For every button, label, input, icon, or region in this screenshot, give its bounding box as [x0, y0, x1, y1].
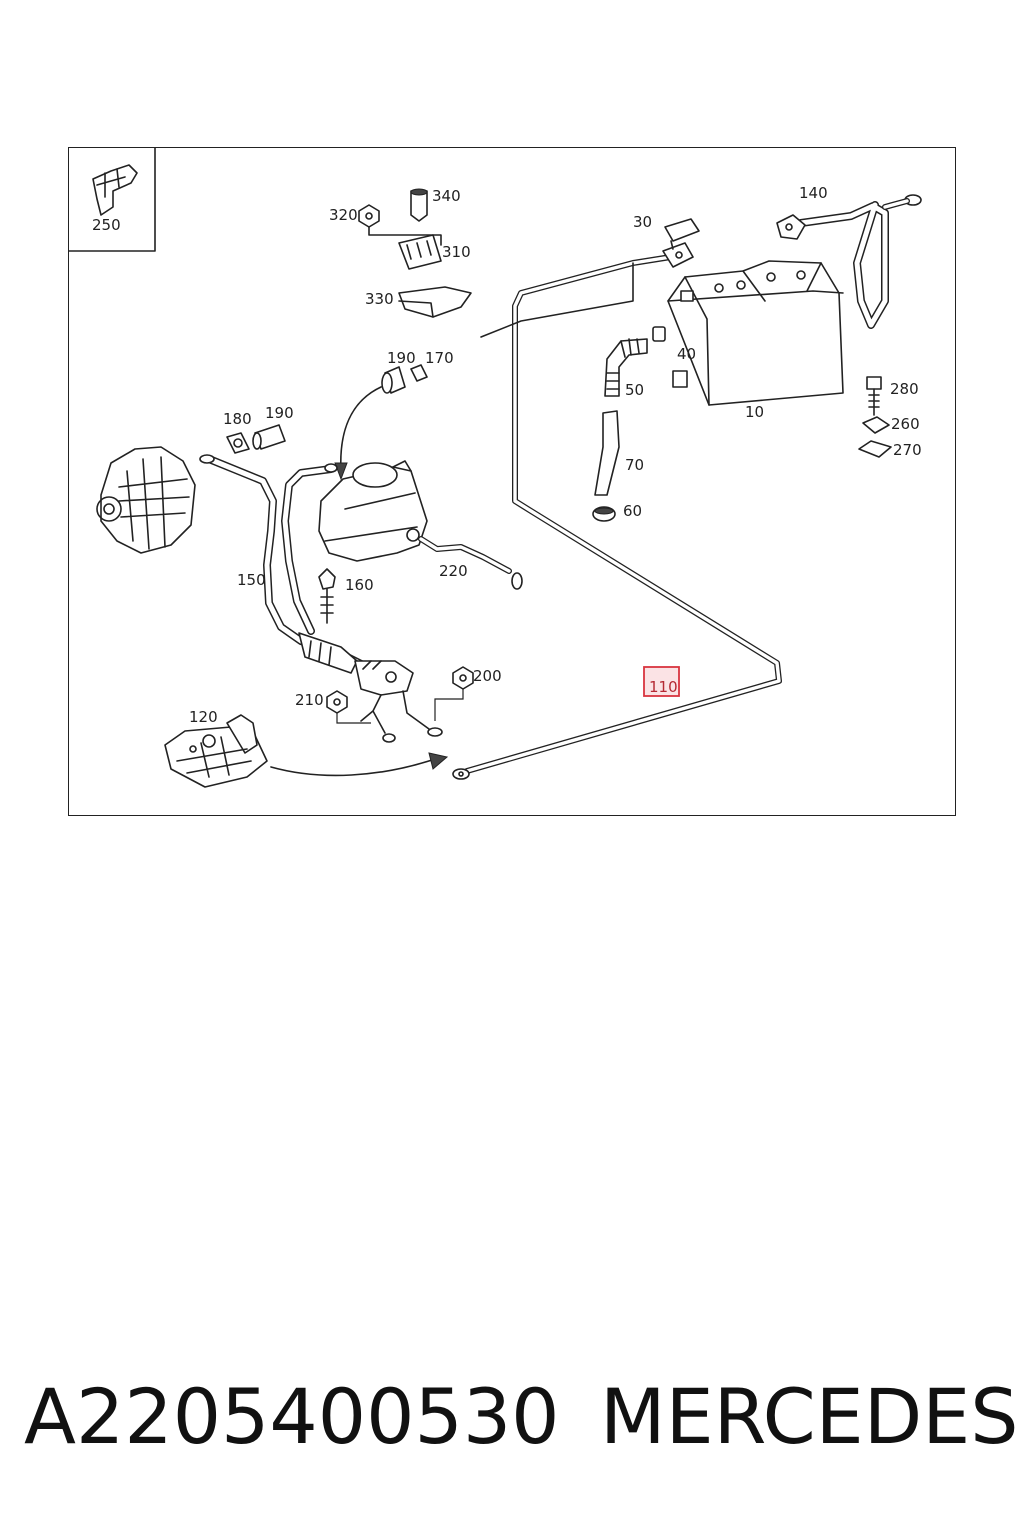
callout-40: 40: [677, 345, 696, 363]
callout-10: 10: [745, 403, 764, 421]
fuse-holder-parts: [358, 188, 472, 318]
callout-330: 330: [365, 290, 394, 308]
part-number: A2205400530: [24, 1372, 560, 1461]
callout-340: 340: [432, 187, 461, 205]
callout-200: 200: [473, 667, 502, 685]
callout-170: 170: [425, 349, 454, 367]
cable-220: [418, 536, 523, 590]
callout-310: 310: [442, 243, 471, 261]
callout-150: 150: [237, 571, 266, 589]
callout-320: 320: [329, 206, 358, 224]
callout-70: 70: [625, 456, 644, 474]
callout-220: 220: [439, 562, 468, 580]
callout-110[interactable]: 110: [649, 678, 678, 696]
callout-260: 260: [891, 415, 920, 433]
callout-120: 120: [189, 708, 218, 726]
callout-210: 210: [295, 691, 324, 709]
callout-140: 140: [799, 184, 828, 202]
vent-hose-assembly: [592, 326, 666, 522]
ground-cable-110: [452, 253, 782, 780]
callout-160: 160: [345, 576, 374, 594]
terminal-clamp-30: [662, 218, 700, 268]
inset-part-250: [69, 148, 156, 252]
alternator: [96, 446, 196, 554]
assembly-arrow-lower: [270, 752, 449, 777]
battery: [667, 260, 844, 406]
callout-180: 180: [223, 410, 252, 428]
callout-30: 30: [633, 213, 652, 231]
bolt-160: [318, 568, 336, 624]
parts-diagram-frame: 250 320 340 310 330 30 140 40 50 10 280 …: [68, 147, 956, 816]
callout-190-upper: 190: [387, 349, 416, 367]
callout-250: 250: [92, 216, 121, 234]
battery-cable-diagram: 250 320 340 310 330 30 140 40 50 10 280 …: [69, 148, 922, 788]
callout-280: 280: [890, 380, 919, 398]
assembly-arrow-upper: [334, 386, 382, 481]
brand-name: MERCEDES: [600, 1372, 1019, 1461]
callout-190-lower: 190: [265, 404, 294, 422]
highlight-box-110: [643, 666, 680, 697]
nuts-200-210: [326, 666, 474, 724]
bracket-120: [164, 714, 268, 788]
starter-motor: [318, 460, 428, 562]
positive-cable-140: [776, 194, 922, 329]
callout-270: 270: [893, 441, 922, 459]
callout-60: 60: [623, 502, 642, 520]
mounting-hardware: [858, 376, 892, 458]
main-cable-150: [199, 454, 443, 743]
fuse-sleeve-parts: [226, 364, 428, 454]
callout-50: 50: [625, 381, 644, 399]
